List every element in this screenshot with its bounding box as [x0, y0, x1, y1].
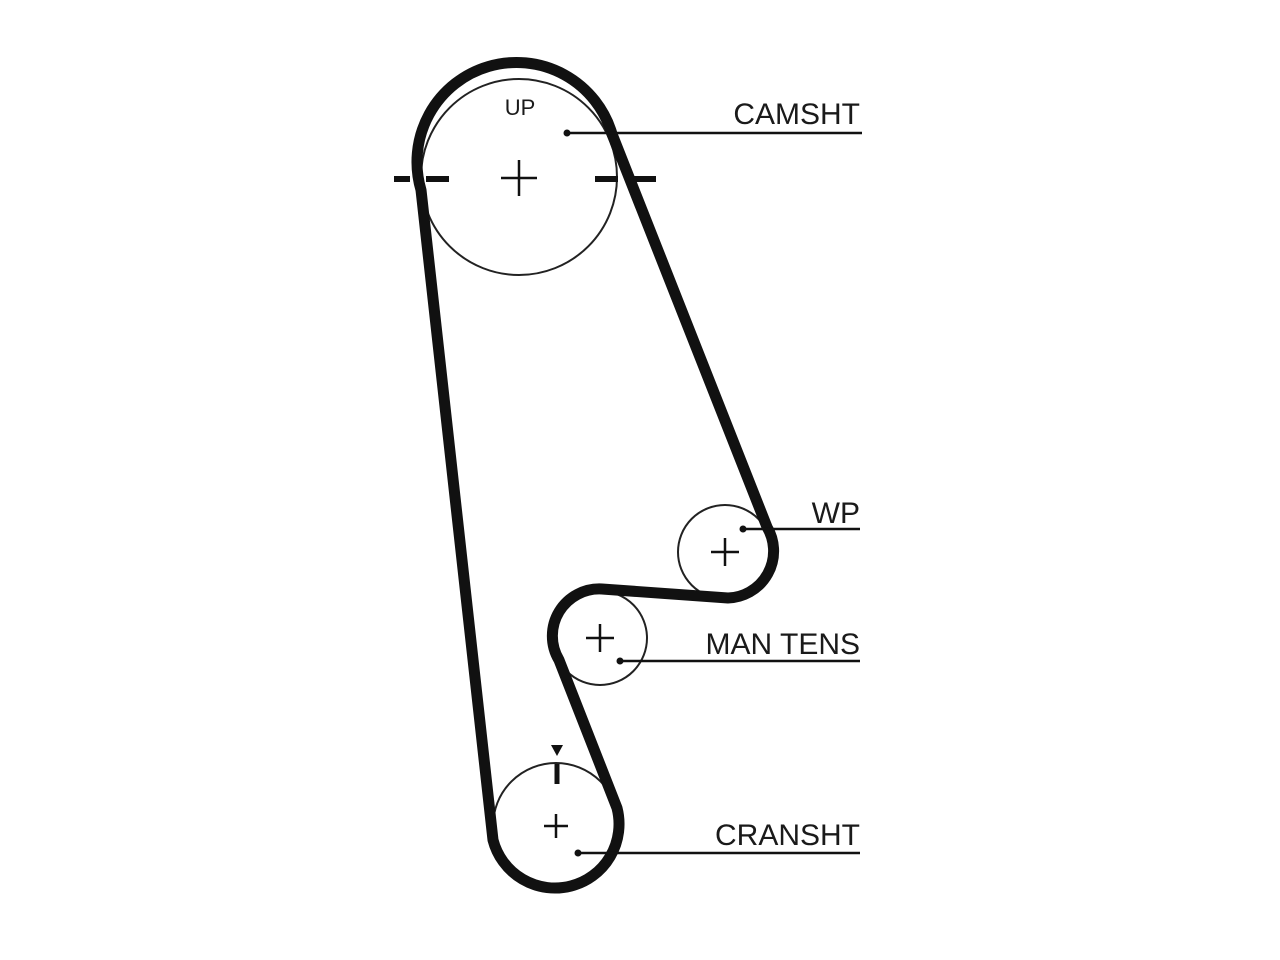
crankshaft-timing-mark: [551, 745, 563, 784]
timing-arrow-icon: [551, 745, 563, 756]
crankshaft-leader: [574, 849, 860, 857]
crankshaft-center-cross: [544, 814, 568, 838]
water-pump-label: WP: [812, 497, 860, 530]
tensioner-center-cross: [586, 624, 614, 652]
water-pump-leader: [739, 525, 860, 533]
up-label: UP: [505, 95, 536, 120]
tensioner-leader: [616, 657, 860, 665]
camshaft-leader: [563, 129, 862, 137]
camshaft-center-cross: [501, 160, 537, 196]
water-pump-center-cross: [711, 538, 739, 566]
camshaft-label: CAMSHT: [733, 98, 860, 131]
timing-belt: [411, 57, 780, 894]
crankshaft-label: CRANSHT: [715, 819, 860, 852]
tensioner-label: MAN TENS: [706, 628, 860, 661]
